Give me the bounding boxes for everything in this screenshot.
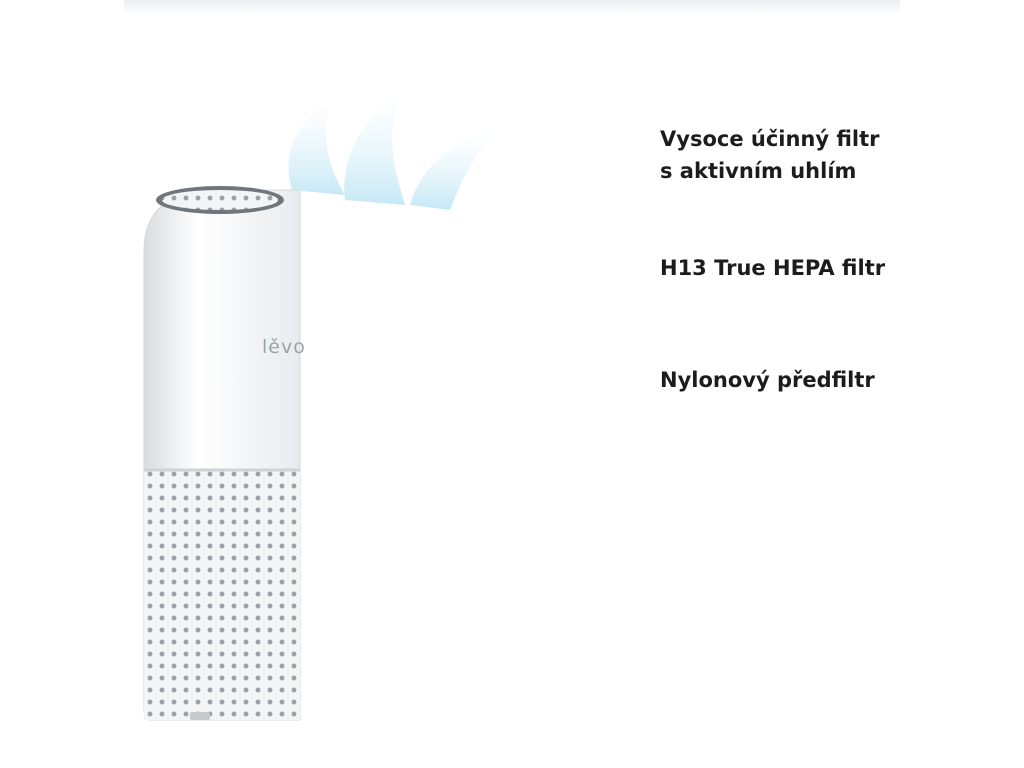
carbon-filter-label-line2: s aktivním uhlím [660, 159, 857, 183]
brand-logo-text: lěvo [262, 336, 306, 358]
airflow-wisps [288, 95, 495, 210]
purifier-body [143, 186, 301, 721]
prefilter-label: Nylonový předfiltr [660, 368, 875, 392]
top-edge-shade [124, 0, 900, 16]
carbon-filter-label-line1: Vysoce účinný filtr [660, 127, 880, 151]
hepa-filter-label: H13 True HEPA filtr [660, 256, 886, 280]
